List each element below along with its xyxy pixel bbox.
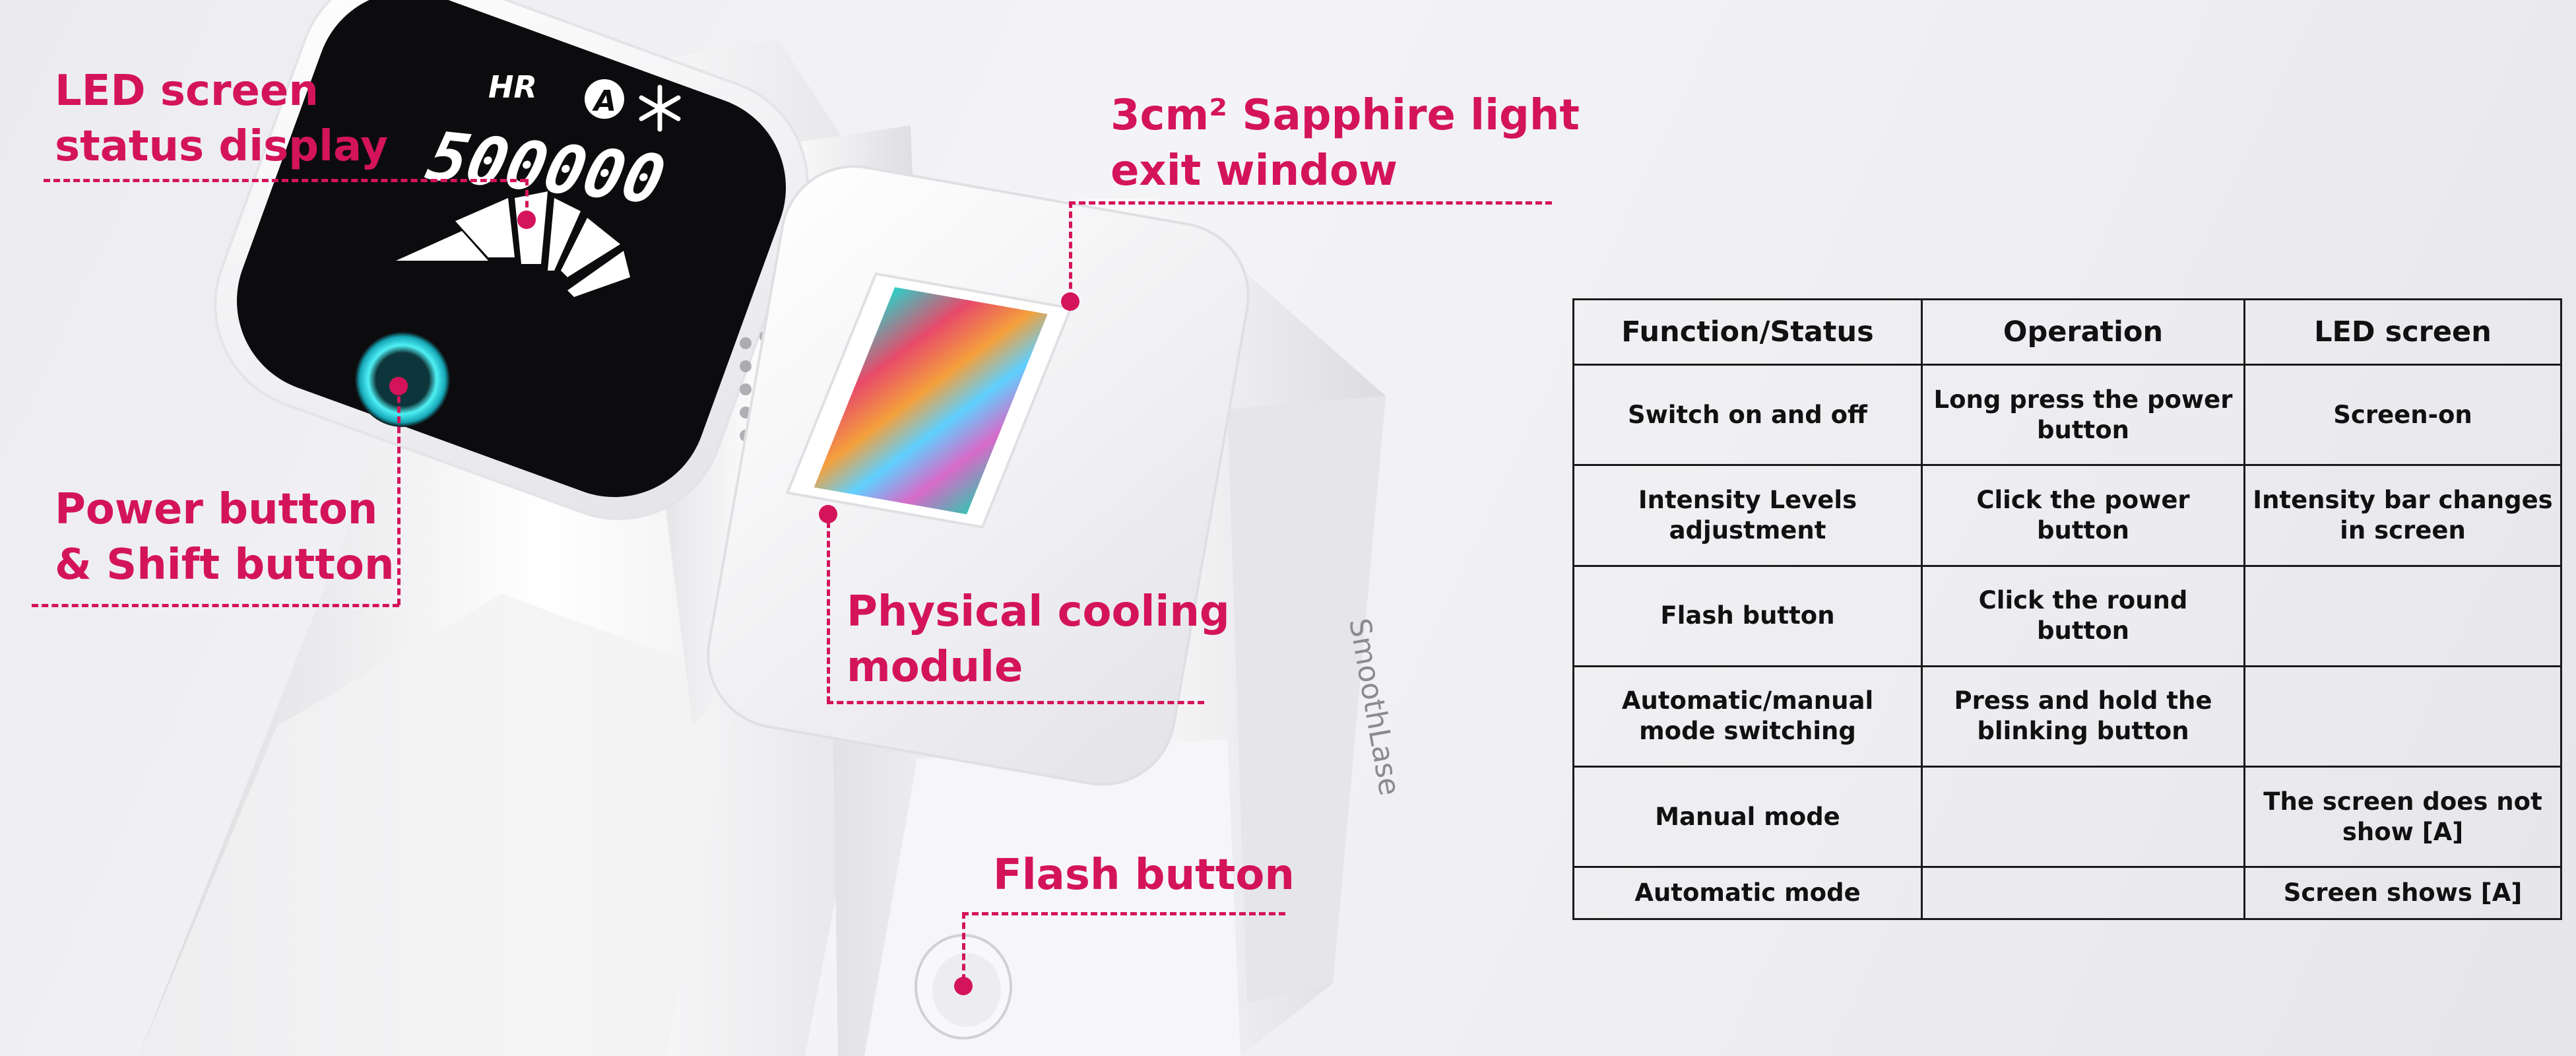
flash-button-marker-dot [954,977,973,995]
led-screen-marker-dot [517,211,536,229]
cell-led: The screen does not show [A] [2243,766,2562,869]
led-screen-label-line-1: LED screen [55,67,319,116]
screen-auto-badge: A [592,84,616,118]
sapphire-window-label-line-1: 3cm² Sapphire light [1111,91,1580,140]
table-row: Intensity Levels adjustment Click the po… [1572,464,2562,567]
sapphire-window-label-line-2: exit window [1111,147,1398,195]
auto-mode-indicator-icon [585,79,624,119]
cell-led: Intensity bar changes in screen [2243,464,2562,567]
function-status-table: Function/Status Operation LED screen Swi… [1572,298,2562,920]
cell-operation: Click the round button [1921,564,2245,667]
table-row: Automatic mode Screen shows [A] [1572,866,2562,920]
cooling-module-leader-horizontal [827,701,1204,704]
cell-operation: Press and hold the blinking button [1921,665,2245,768]
led-screen-leader-vertical [525,179,529,218]
sapphire-window-label: 3cm² Sapphire light exit window [1111,88,1580,199]
cooling-module-label-line-2: module [847,643,1023,692]
header-function-status: Function/Status [1572,298,1923,366]
cell-operation: Click the power button [1921,464,2245,567]
cell-operation: Long press the power button [1921,363,2245,467]
cooling-module-marker-dot [819,505,837,523]
cell-operation [1921,866,2245,920]
cell-led [2243,564,2562,667]
cell-led: Screen-on [2243,363,2562,467]
flash-button-leader-horizontal [962,912,1285,915]
cell-function: Automatic/manual mode switching [1572,665,1923,768]
header-led-screen: LED screen [2243,298,2562,366]
cell-led: Screen shows [A] [2243,866,2562,920]
cell-operation [1921,766,2245,869]
cell-function: Flash button [1572,564,1923,667]
table-row: Manual mode The screen does not show [A] [1572,766,2562,869]
screen-mode-badge: HR [488,69,537,105]
sapphire-window-leader-vertical [1069,201,1072,299]
flash-button-leader-vertical [962,912,965,981]
cooling-module-label-line-1: Physical cooling [847,587,1230,636]
power-button-label: Power button & Shift button [55,482,395,593]
cell-function: Switch on and off [1572,363,1923,467]
cell-function: Automatic mode [1572,866,1923,920]
right-device-unit: SmoothLase [707,165,1406,1056]
cell-function: Manual mode [1572,766,1923,869]
power-button-label-line-1: Power button [55,485,378,534]
power-button-marker-dot [389,377,408,395]
table-row: Automatic/manual mode switching Press an… [1572,665,2562,768]
cell-function: Intensity Levels adjustment [1572,464,1923,567]
sapphire-window-leader-horizontal [1069,201,1552,205]
table-row: Flash button Click the round button [1572,564,2562,667]
led-screen-label-line-2: status display [55,122,388,171]
flash-button-label: Flash button [993,851,1295,900]
table-header-row: Function/Status Operation LED screen [1572,298,2562,366]
power-button-label-line-2: & Shift button [55,541,395,589]
left-device-unit: HR A 500000 [139,0,950,1056]
power-button-leader-vertical [397,386,401,605]
table-row: Switch on and off Long press the power b… [1572,363,2562,467]
sapphire-window-marker-dot [1061,292,1079,311]
led-screen-label: LED screen status display [55,63,388,174]
header-operation: Operation [1921,298,2245,366]
snowflake-icon [639,84,681,132]
cell-led [2243,665,2562,768]
cooling-module-leader-vertical [827,521,830,703]
sapphire-light-window [814,287,1048,515]
led-screen-leader-horizontal [44,179,527,182]
cooling-module-label: Physical cooling module [847,584,1230,695]
power-button-leader-horizontal [32,604,399,607]
